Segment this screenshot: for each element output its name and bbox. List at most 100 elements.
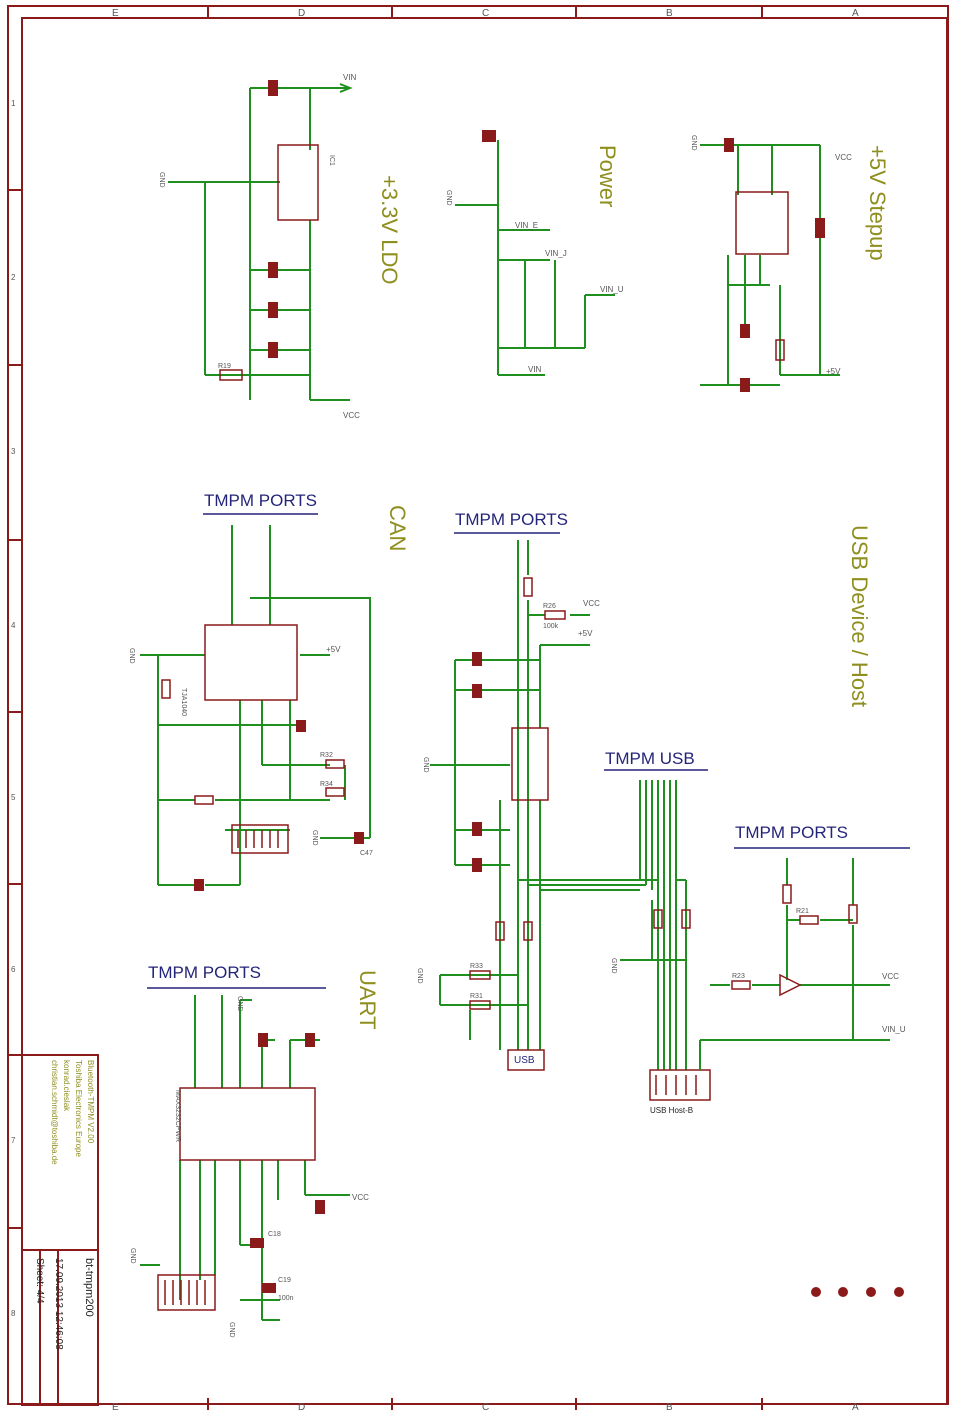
col-label-e-bottom: E [112,1402,119,1412]
usb-vcc-label: VCC [583,599,600,608]
column-ticks [207,6,763,1410]
title-line-2: Toshiba Electronics Europe [74,1060,83,1157]
usb-cap-c45 [472,858,482,872]
usb-resistor-r27 [523,577,533,597]
uart-ports-header: TMPM PORTS [148,963,261,982]
mounting-hole-2 [838,1287,848,1297]
can-resistor-r32 [325,759,345,769]
r26-label: R26 [543,603,556,610]
uart-cap-c19 [262,1283,276,1293]
inductor-l1 [815,218,825,238]
stepup-5v-label: +5V [826,367,841,376]
uart-transceiver [179,1087,316,1161]
cap-stepup-in [724,138,734,152]
title-line-1: Bluetooth-TMPM V2.00 [86,1060,95,1144]
uart-gnd-label-3: GND [236,996,243,1012]
column-labels: E D C B A E D C B A [112,8,859,1412]
col-label-b: B [666,8,673,19]
vin-e-label: VIN_E [515,221,538,230]
host-resistor-r21 [799,915,819,925]
r26-value: 100k [543,623,559,630]
row-label-5: 5 [11,793,16,802]
stepup-section-title: +5V Stepup [865,145,890,261]
usb-resistor-r30 [523,921,533,941]
vin-u-label: VIN_U [600,285,624,294]
can-ic-label: TJA1040 [180,688,187,716]
mounting-hole-1 [811,1287,821,1297]
usb-section-title: USB Device / Host [847,525,872,707]
c18-label: C18 [268,1231,281,1238]
row-label-2: 2 [11,273,16,282]
uart-ic-label: MAX3232CPWR [174,1090,181,1142]
uart-sub-d-connector [157,1274,216,1311]
row-label-8: 8 [11,1309,16,1318]
resistor-r19 [219,369,243,381]
cap-ldo-1 [268,262,278,278]
usb-cap-c42 [472,652,482,666]
usb-resistor-r26 [544,610,566,620]
drawing-date: 17.09.2013 12:46:08 [53,1258,64,1350]
cap-ldo-in [268,80,278,96]
uart-block: TMPM PORTS MAX3232CPWR C18 C19 100n VCC … [129,963,380,1338]
sheet-number: Sheet: 4/4 [34,1258,45,1304]
stepup-gnd-label: GND [690,135,697,151]
outer-frame [7,5,949,1405]
host-resistor-r20 [782,884,792,904]
ldo-section-title: +3.3V LDO [377,175,402,284]
usb-host-connector [649,1069,711,1101]
can-cap-bottom [194,879,204,891]
stepup-converter [735,191,789,255]
usb-resistor-r31 [469,1000,491,1010]
col-label-c-bottom: C [482,1402,489,1412]
r19-label: R19 [218,363,231,370]
r33-label: R33 [470,963,483,970]
title-line-4: christian.schmidt@toshiba.de [50,1060,59,1165]
title-block-frame [21,1054,99,1406]
ldo-vin-label: VIN [343,73,357,82]
r32-label: R32 [320,752,333,759]
ldo-regulator [277,144,319,221]
row-label-4: 4 [11,621,16,630]
host-vin-u-label: VIN_U [882,1025,906,1034]
host-resistor-top [848,904,858,924]
r21-label: R21 [796,908,809,915]
power-block: VIN_E VIN_J VIN_U VIN GND Power [445,130,624,376]
cap-stepup-1 [740,324,750,338]
host-resistor-r24 [681,909,691,929]
stepup-vcc-label: VCC [835,153,852,162]
host-resistor-r23 [731,980,751,990]
uart-section-title: UART [355,970,380,1030]
usb-power-switch [511,727,549,801]
inner-frame [21,17,948,1405]
r23-label: R23 [732,973,745,980]
c47-label: C47 [360,850,373,857]
uart-vcc-label: VCC [352,1193,369,1202]
row-label-3: 3 [11,447,16,456]
ldo-ic-label: IC1 [328,155,335,166]
host-ports-header: TMPM PORTS [735,823,848,842]
col-label-d-bottom: D [298,1402,305,1412]
col-label-d: D [298,8,305,19]
uart-cap-c14 [305,1033,315,1047]
ldo-gnd-label: GND [158,172,165,188]
uart-cap-c17 [315,1200,325,1214]
usb-header: TMPM USB [605,749,695,768]
power-jack [482,130,496,142]
usb-5v-label: +5V [578,629,593,638]
usb-gnd-label: GND [422,757,429,773]
power-vin-label: VIN [528,365,542,374]
can-connector-pins [237,830,279,848]
c19-label: C19 [278,1277,291,1284]
can-ports-header: TMPM PORTS [204,491,317,510]
cap-stepup-out [740,378,750,392]
cap-ldo-3 [268,342,278,358]
usb-gnd-label-2: GND [416,968,423,984]
vin-arrow [339,83,353,93]
can-gnd-label-2: GND [311,830,318,846]
uart-cap-c18 [250,1238,264,1248]
r31-label: R31 [470,993,483,1000]
can-sub-d-connector [231,824,289,854]
col-label-a: A [852,8,859,19]
row-ticks [8,189,22,1229]
row-label-7: 7 [11,1136,16,1145]
